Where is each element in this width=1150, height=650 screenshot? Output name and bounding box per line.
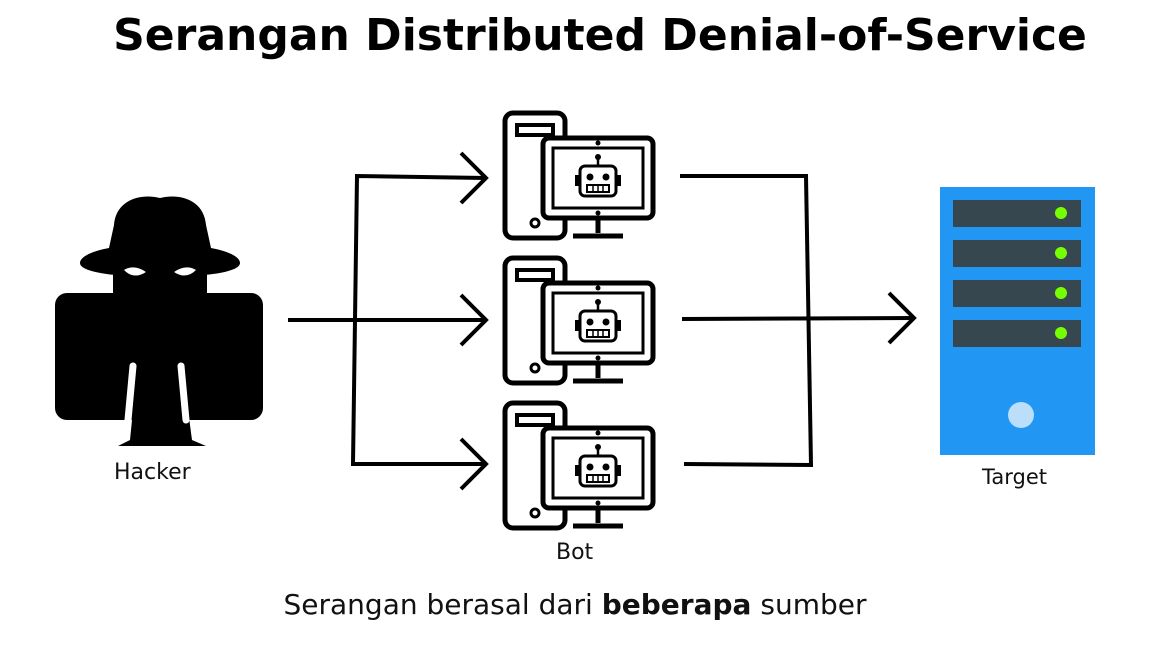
hacker-icon <box>55 196 263 446</box>
bots-to-target-arrows <box>680 174 917 468</box>
caption-text-before: Serangan berasal dari <box>283 588 602 621</box>
bot-computer-icon <box>505 113 653 238</box>
diagram-title: Serangan Distributed Denial-of-Service <box>113 10 1087 61</box>
target-label: Target <box>982 465 1047 489</box>
server-icon <box>940 187 1095 455</box>
bot-label: Bot <box>556 540 594 565</box>
caption: Serangan berasal dari beberapa sumber <box>0 588 1150 621</box>
hacker-to-bots-arrows <box>288 151 489 491</box>
bot-computer-icon <box>505 403 653 528</box>
caption-emphasis: beberapa <box>601 588 752 621</box>
hacker-label: Hacker <box>114 460 191 485</box>
bot-computer-icon <box>505 258 653 383</box>
caption-text-after: sumber <box>751 588 867 621</box>
